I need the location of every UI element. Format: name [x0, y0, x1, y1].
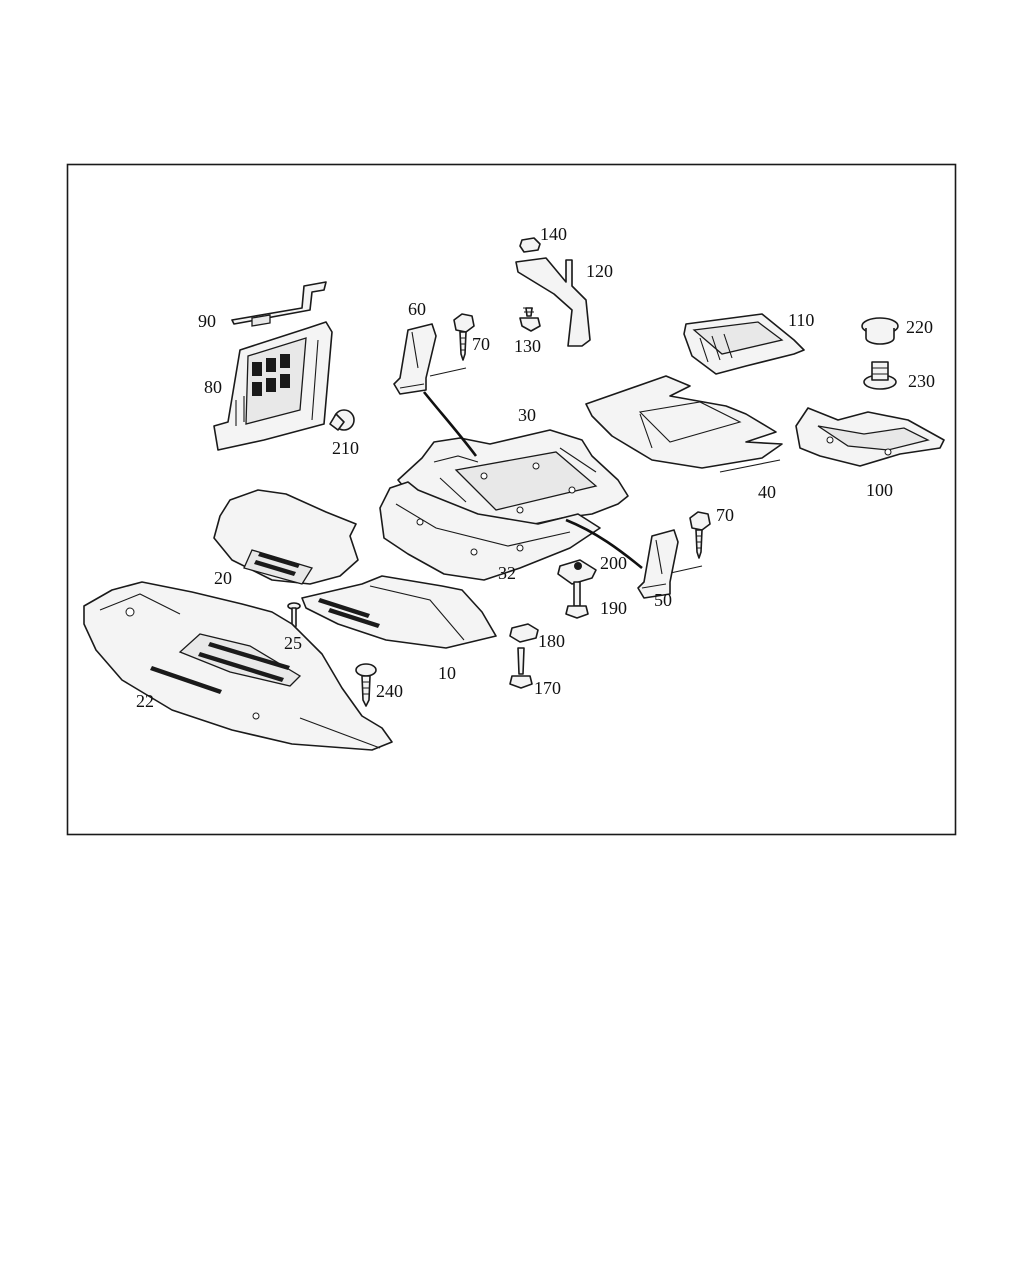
callout-40: 40	[758, 482, 776, 502]
callout-220: 220	[906, 317, 933, 337]
part-110-tray	[683, 313, 805, 375]
part-120-bracket	[515, 257, 591, 347]
callout-120: 120	[586, 261, 613, 281]
callout-10: 10	[438, 663, 456, 683]
callout-110: 110	[788, 310, 814, 330]
part-40-rear-tray	[585, 375, 783, 473]
part-22-large-undertray	[83, 581, 393, 751]
leader-60-to-30	[422, 391, 478, 457]
callout-60: 60	[408, 299, 426, 319]
part-200-clip	[557, 559, 597, 585]
callout-32: 32	[498, 563, 516, 583]
part-90-strip	[231, 281, 327, 327]
part-140-clip	[519, 237, 541, 253]
part-190-bolt	[565, 581, 589, 619]
callout-180: 180	[538, 631, 565, 651]
part-210-rivet	[329, 409, 355, 431]
part-60-duct	[393, 323, 437, 395]
part-10-undertray	[301, 575, 497, 649]
diagram-frame	[66, 163, 957, 836]
callout-30: 30	[518, 405, 536, 425]
callout-230: 230	[908, 371, 935, 391]
part-70-bolt-right	[665, 511, 711, 575]
callout-100: 100	[866, 480, 893, 500]
callout-170: 170	[534, 678, 561, 698]
part-20-liner	[213, 489, 359, 585]
part-240-bolt	[355, 663, 377, 707]
callout-130: 130	[514, 336, 541, 356]
callout-22: 22	[136, 691, 154, 711]
part-170-screw	[509, 647, 533, 689]
part-80-panel	[213, 321, 333, 451]
leader-50-to-30	[565, 518, 643, 570]
part-220-cap	[861, 317, 899, 345]
callout-20: 20	[214, 568, 232, 588]
part-70-bolt-upper	[429, 313, 475, 377]
part-100-side-panel	[795, 407, 945, 467]
part-230-grommet	[863, 361, 897, 390]
callout-190: 190	[600, 598, 627, 618]
callout-240: 240	[376, 681, 403, 701]
part-50-duct	[637, 529, 679, 599]
callout-140: 140	[540, 224, 567, 244]
callout-200: 200	[600, 553, 627, 573]
part-130-screw	[519, 307, 541, 332]
callout-80: 80	[204, 377, 222, 397]
callout-50: 50	[654, 590, 672, 610]
part-32-lower-pan	[379, 481, 601, 581]
callout-70-right: 70	[716, 505, 734, 525]
callout-90: 90	[198, 311, 216, 331]
part-180-clip	[509, 623, 539, 643]
callout-210: 210	[332, 438, 359, 458]
callout-25: 25	[284, 633, 302, 653]
callout-70-upper: 70	[472, 334, 490, 354]
